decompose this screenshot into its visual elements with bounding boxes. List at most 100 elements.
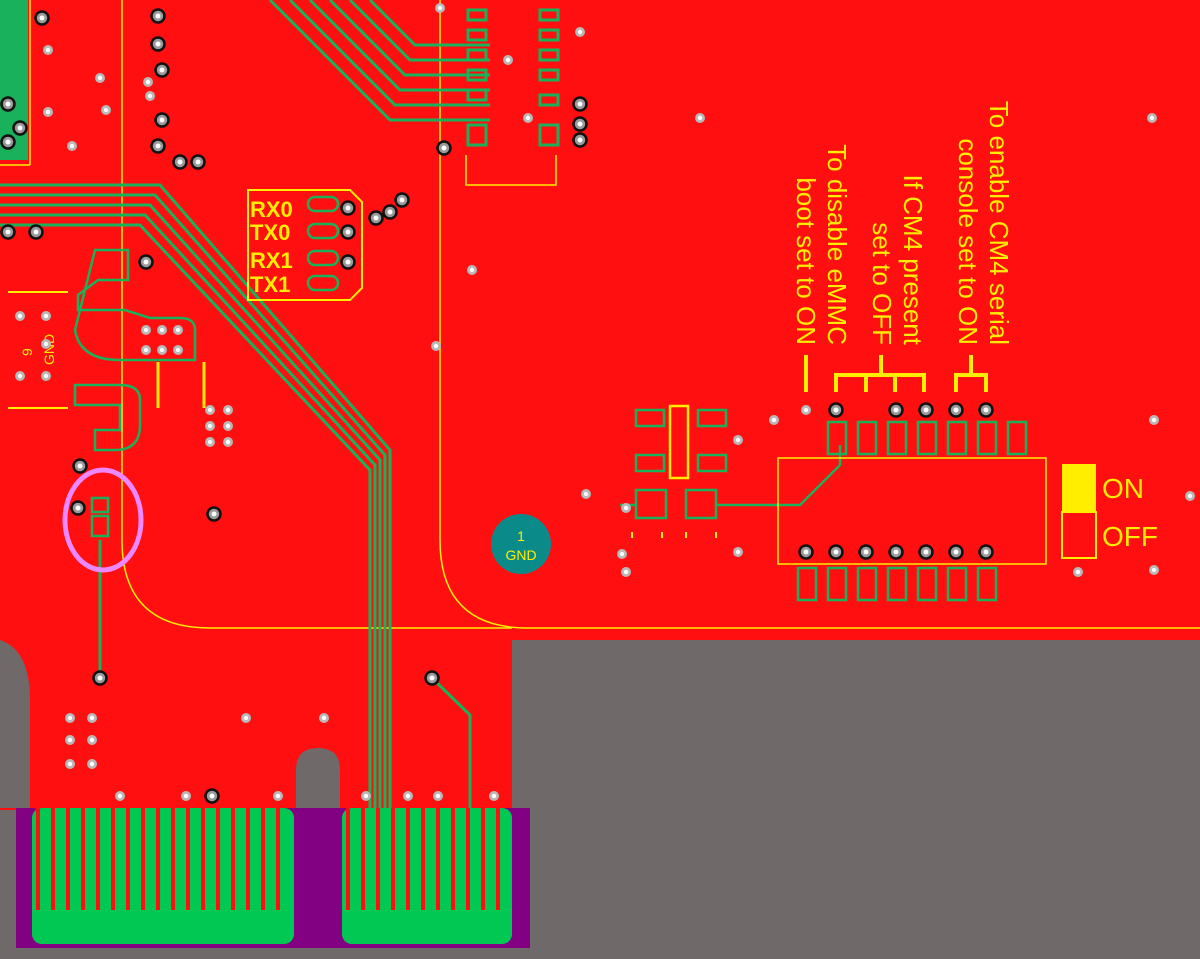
via-hole [183, 793, 189, 799]
uart-label-tx1: TX1 [250, 272, 290, 297]
edge-connector-pad-right [342, 808, 512, 944]
annotation-serial-line-1: To enable CM4 serial [984, 101, 1014, 345]
via-hole [697, 115, 703, 121]
finger-gap [421, 808, 425, 910]
via-hole [5, 229, 11, 235]
via-hole [147, 93, 153, 99]
via-hole [983, 549, 989, 555]
via-hole [577, 137, 583, 143]
via-hole [983, 407, 989, 413]
switch-legend-off: OFF [1102, 521, 1158, 552]
dip-pad [976, 420, 998, 456]
via-hole [243, 715, 249, 721]
via-hole [45, 109, 51, 115]
via-hole [373, 215, 379, 221]
via-hole [17, 373, 23, 379]
via-hole [159, 67, 165, 73]
finger-gap [391, 808, 395, 910]
via-hole [195, 159, 201, 165]
annotation-serial-line-2: console set to ON [953, 138, 983, 345]
via-hole [1151, 567, 1157, 573]
edge-connector-fingers [36, 808, 500, 910]
via-hole [491, 793, 497, 799]
via-hole [505, 57, 511, 63]
via-hole [225, 407, 231, 413]
finger-gap [496, 808, 500, 910]
uart-header-pads [306, 195, 340, 292]
uart-label-tx0: TX0 [250, 220, 290, 245]
finger-gap [406, 808, 410, 910]
dip-pad [826, 420, 848, 456]
via-hole [577, 101, 583, 107]
via-hole [619, 551, 625, 557]
via-hole [17, 313, 23, 319]
uart-label-rx0: RX0 [250, 197, 293, 222]
annotation-emmc-line-1: To disable eMMC [822, 144, 852, 345]
via-hole [155, 13, 161, 19]
via-hole [275, 793, 281, 799]
gnd-fiducial [491, 514, 551, 574]
via-hole [159, 347, 165, 353]
via-hole [437, 5, 443, 11]
via-hole [97, 675, 103, 681]
finger-gap [346, 808, 350, 910]
finger-gap [171, 808, 175, 910]
via-hole [525, 115, 531, 121]
finger-gap [126, 808, 130, 910]
via-hole [89, 737, 95, 743]
via-hole [863, 549, 869, 555]
via-hole [469, 267, 475, 273]
dip-pad [946, 420, 968, 456]
via-hole [953, 407, 959, 413]
dip-pad [946, 566, 968, 602]
finger-gap [111, 808, 115, 910]
via-hole [33, 229, 39, 235]
via-hole [159, 117, 165, 123]
annotation-emmc-line-2: boot set to ON [791, 177, 821, 345]
via-hole [429, 675, 435, 681]
finger-gap [481, 808, 485, 910]
via-hole [1149, 115, 1155, 121]
top-connector-outline [465, 155, 557, 186]
via-hole [209, 793, 215, 799]
dip-pad [886, 420, 908, 456]
via-hole [67, 737, 73, 743]
finger-gap [36, 808, 40, 910]
via-hole [225, 439, 231, 445]
via-hole [735, 437, 741, 443]
dip-pad [796, 566, 818, 602]
finger-gap [156, 808, 160, 910]
dip-pad [916, 566, 938, 602]
finger-gap [51, 808, 55, 910]
finger-gap [66, 808, 70, 910]
via-hole [155, 143, 161, 149]
finger-gap [451, 808, 455, 910]
annotation-brackets [804, 355, 988, 392]
via-hole [771, 417, 777, 423]
via-hole [89, 715, 95, 721]
via-hole [735, 549, 741, 555]
via-hole [833, 549, 839, 555]
via-hole [77, 463, 83, 469]
via-hole [67, 761, 73, 767]
highlight-marker-ellipse [62, 467, 144, 573]
via-hole [67, 715, 73, 721]
dip-switch-body [777, 457, 1047, 565]
finger-gap [361, 808, 365, 910]
via-hole [75, 505, 81, 511]
via-hole [45, 47, 51, 53]
via-hole [1151, 417, 1157, 423]
trace-right-vertical [430, 676, 472, 808]
via-hole [345, 229, 351, 235]
edge-connector-pad-left [32, 808, 294, 944]
via-hole [583, 491, 589, 497]
via-hole [43, 313, 49, 319]
finger-gap [466, 808, 470, 910]
copper-pour [0, 0, 1200, 808]
via-hole [211, 511, 217, 517]
via-hole [39, 15, 45, 21]
via-hole [143, 327, 149, 333]
left-component-outline [73, 248, 197, 452]
switch-legend-on: ON [1102, 473, 1144, 504]
left-notch-cutout [0, 640, 30, 808]
